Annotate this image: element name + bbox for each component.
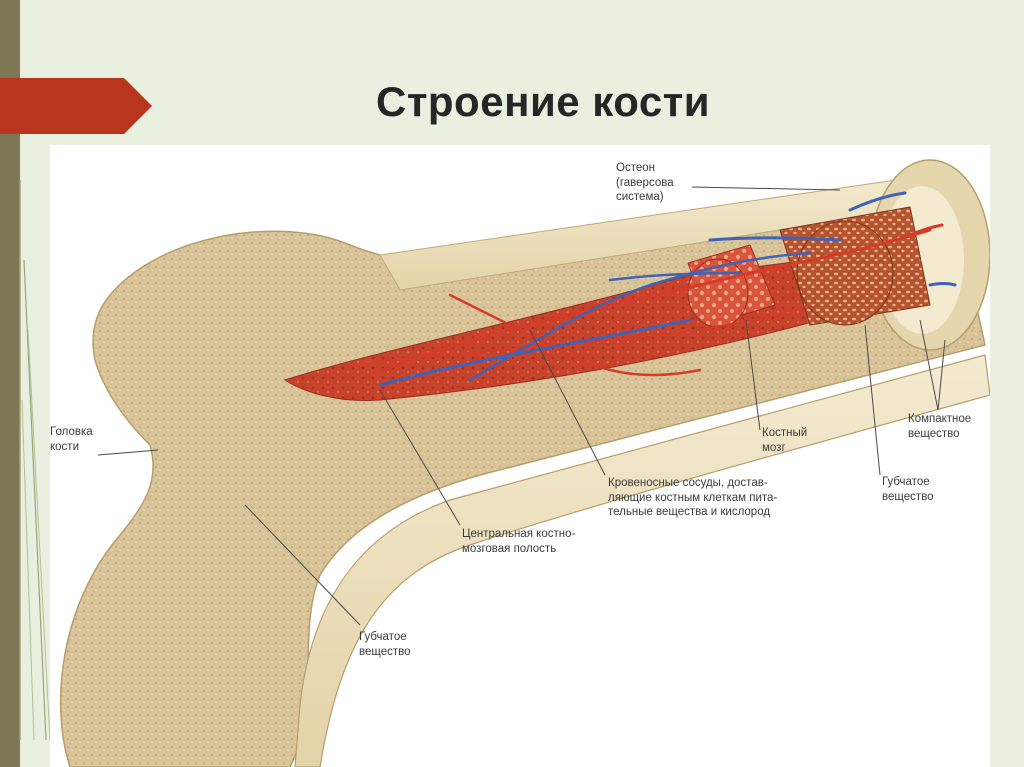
spongy-substance-cylinder — [779, 206, 931, 326]
label-compact-substance: Компактное вещество — [908, 413, 972, 440]
label-bone-head: Головка кости — [50, 426, 93, 453]
label-spongy-substance-shaft: Губчатое вещество — [882, 476, 934, 503]
label-bone-marrow: Костный мозг — [762, 427, 808, 454]
decorative-lines — [19, 180, 51, 740]
bone-structure-illustration: Остеон (гаверсова система) Компактное ве… — [50, 145, 990, 767]
left-decorative-stripe — [0, 0, 20, 767]
slide-title: Строение кости — [376, 78, 711, 125]
blood-vessels — [349, 191, 957, 387]
leader-lines — [97, 186, 946, 626]
title-ribbon-arrow — [0, 78, 152, 134]
label-osteon: Остеон (гаверсова система) — [616, 162, 674, 203]
label-medullary-cavity: Центральная костно- мозговая полость — [462, 528, 576, 555]
label-spongy-substance-head: Губчатое вещество — [359, 631, 411, 658]
label-blood-vessels: Кровеносные сосуды, достав- ляющие костн… — [608, 477, 778, 518]
